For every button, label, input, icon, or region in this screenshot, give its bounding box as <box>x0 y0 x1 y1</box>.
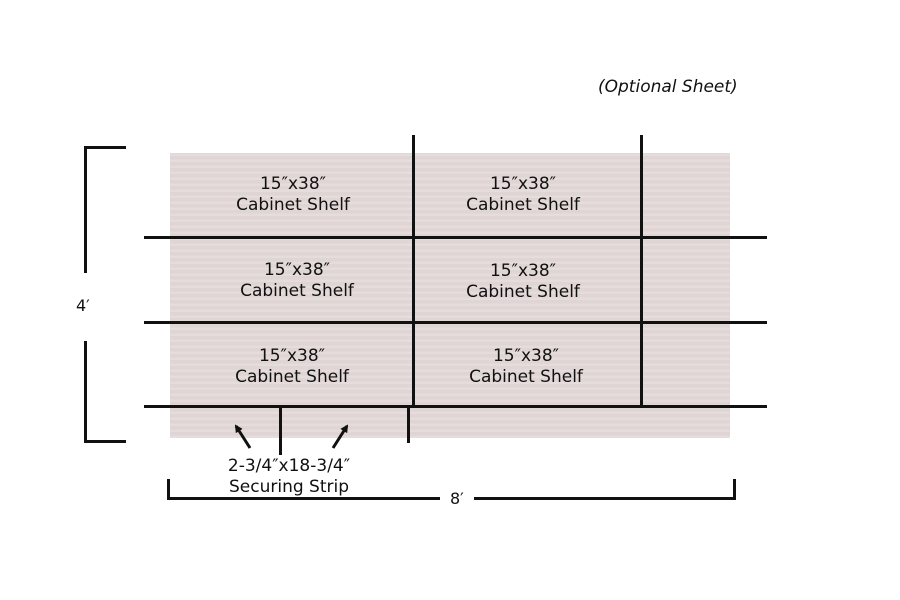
left-strip-arrow-icon <box>234 424 252 449</box>
plywood-sheet <box>170 153 730 438</box>
height-bracket-upper <box>84 146 87 273</box>
shelf-size: 15″x38″ <box>489 261 557 281</box>
shelf-size: 15″x38″ <box>259 174 327 194</box>
cut-line-horizontal-2 <box>144 321 767 324</box>
shelf-name: Cabinet Shelf <box>466 282 580 302</box>
height-bracket-bottom-tick <box>84 440 126 443</box>
height-bracket-top-tick <box>84 146 126 149</box>
shelf-name: Cabinet Shelf <box>469 367 583 387</box>
cut-line-horizontal-3 <box>144 405 767 408</box>
shelf-label: 15″x38″ Cabinet Shelf <box>237 260 357 302</box>
shelf-size: 15″x38″ <box>263 260 331 280</box>
width-bracket-right-tick <box>733 479 736 500</box>
securing-strip-name: Securing Strip <box>228 477 349 497</box>
shelf-size: 15″x38″ <box>492 346 560 366</box>
cut-line-vertical-center <box>412 135 415 408</box>
shelf-size: 15″x38″ <box>489 174 557 194</box>
shelf-label: 15″x38″ Cabinet Shelf <box>466 346 586 388</box>
height-bracket-lower <box>84 341 87 442</box>
securing-strip-size: 2-3/4″x18-3/4″ <box>227 456 351 476</box>
cut-line-vertical-optional <box>640 135 643 408</box>
strip-cut-line-1 <box>279 407 282 455</box>
shelf-label: 15″x38″ Cabinet Shelf <box>232 346 352 388</box>
shelf-label: 15″x38″ Cabinet Shelf <box>463 261 583 303</box>
shelf-name: Cabinet Shelf <box>236 195 350 215</box>
shelf-name: Cabinet Shelf <box>240 281 354 301</box>
right-strip-arrow-icon <box>331 424 349 449</box>
width-bracket-left-tick <box>167 479 170 500</box>
cut-line-horizontal-1 <box>144 236 767 239</box>
shelf-label: 15″x38″ Cabinet Shelf <box>233 174 353 216</box>
strip-cut-line-2 <box>407 407 410 443</box>
height-dimension-label: 4′ <box>73 296 93 315</box>
shelf-label: 15″x38″ Cabinet Shelf <box>463 174 583 216</box>
shelf-name: Cabinet Shelf <box>466 195 580 215</box>
securing-strip-label: 2-3/4″x18-3/4″ Securing Strip <box>219 456 359 498</box>
shelf-name: Cabinet Shelf <box>235 367 349 387</box>
shelf-size: 15″x38″ <box>258 346 326 366</box>
width-dimension-label: 8′ <box>440 489 474 508</box>
optional-sheet-label: (Optional Sheet) <box>598 77 738 97</box>
